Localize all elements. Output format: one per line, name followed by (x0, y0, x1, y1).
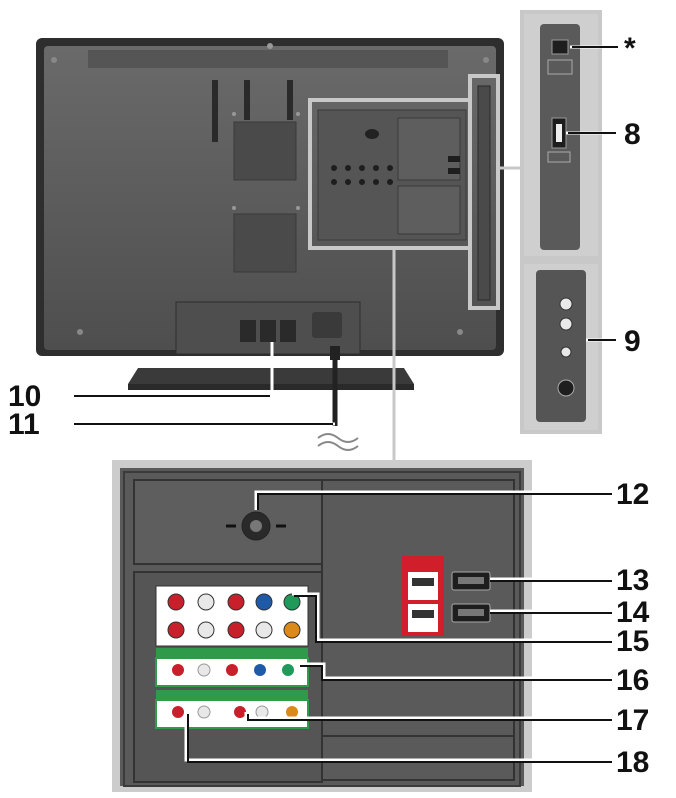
usb-label (547, 151, 571, 163)
side-av-body (536, 270, 586, 422)
corner-screw (51, 57, 57, 63)
hdmi-jack-1-mini (412, 578, 434, 586)
usb-inner (556, 124, 562, 142)
leader-18 (184, 712, 612, 762)
jack-bottom-white-1 (197, 621, 215, 639)
power-cord-wave (317, 441, 359, 451)
antenna-port-core (250, 520, 262, 532)
hdmi-small (448, 168, 460, 174)
mount-screw (232, 206, 236, 210)
label-jack-white (197, 663, 211, 677)
hdmi-port-1-inner (458, 577, 484, 584)
rear-switch (240, 320, 256, 342)
leader-16 (300, 662, 612, 680)
callout-16: 16 (616, 664, 649, 697)
hdmi-small (448, 156, 460, 162)
component-label-strip (156, 648, 308, 658)
vent-slot (244, 80, 250, 120)
leader-17 (244, 712, 612, 720)
hdmi-side-label (547, 59, 573, 75)
callout-8: 8 (624, 118, 641, 151)
power-socket (312, 312, 342, 338)
small-jack-grid (331, 165, 393, 185)
hdmi-jack-2-mini (412, 610, 434, 618)
side-panel-lower (520, 260, 602, 434)
label-jack-red (226, 664, 238, 676)
side-audio-jack-l (559, 297, 573, 311)
mount-plate (233, 121, 297, 181)
label-jack-red (172, 664, 184, 676)
hdmi-port-2-inner (458, 609, 484, 616)
connector-bay-sub (397, 185, 461, 235)
zoom-inner-edge (123, 471, 521, 787)
audio-label-strip (156, 690, 308, 700)
tv-back-view (36, 38, 504, 451)
tv-top-screw (267, 43, 273, 49)
hdmi-bay-lower (321, 735, 515, 781)
jack-bottom-white-2 (255, 621, 273, 639)
label-jack-red (172, 706, 184, 718)
jack-coaxial-orange (283, 621, 301, 639)
side-video-jack (560, 346, 572, 358)
callout-17: 17 (616, 704, 649, 737)
jack-top-white-1 (197, 593, 215, 611)
label-jack-white (197, 705, 211, 719)
power-cord-plug (330, 346, 340, 360)
jack-bottom-red-2 (227, 621, 245, 639)
leader-12 (254, 490, 612, 510)
leader-lines-dark (74, 46, 618, 763)
vent-slot (212, 80, 218, 142)
rear-switch (280, 320, 296, 342)
jack-top-red-1 (167, 593, 185, 611)
callout-13: 13 (616, 564, 649, 597)
callout-10: 10 (8, 380, 41, 413)
tv-top-ridge (88, 50, 448, 68)
jack-top-blue (255, 593, 273, 611)
label-jack-blue (254, 664, 266, 676)
highlight-side-terminals (468, 74, 500, 310)
mount-screw (296, 112, 300, 116)
label-jack-red (234, 706, 246, 718)
label-jack-orange (286, 706, 298, 718)
mount-plate (233, 213, 297, 273)
callout-12: 12 (616, 478, 649, 511)
callout-15: 15 (616, 625, 649, 658)
jack-bottom-red-1 (167, 621, 185, 639)
leader-15 (292, 592, 612, 642)
side-slot (477, 85, 491, 301)
callout-11: 11 (8, 408, 40, 441)
hdmi-side-port (551, 39, 569, 55)
side-headphone-jack (557, 379, 575, 397)
jack-top-red-2 (227, 593, 245, 611)
corner-screw (483, 57, 489, 63)
rear-panel-zoom (112, 460, 532, 792)
label-jack-white (255, 705, 269, 719)
rear-switch (260, 320, 276, 342)
corner-screw (457, 329, 463, 335)
antenna-port-small (365, 129, 379, 139)
side-panel-upper (520, 10, 602, 260)
label-jack-green (282, 664, 294, 676)
vent-slot (287, 80, 293, 120)
side-audio-jack-r (559, 317, 573, 331)
callout-14: 14 (616, 596, 650, 629)
power-cord-wave (317, 433, 359, 443)
mount-screw (232, 112, 236, 116)
mount-screw (296, 206, 300, 210)
corner-screw (77, 329, 83, 335)
callout-9: 9 (624, 325, 641, 358)
callout-asterisk: * (624, 32, 636, 65)
callout-18: 18 (616, 746, 649, 779)
audio-label-box (155, 699, 309, 729)
